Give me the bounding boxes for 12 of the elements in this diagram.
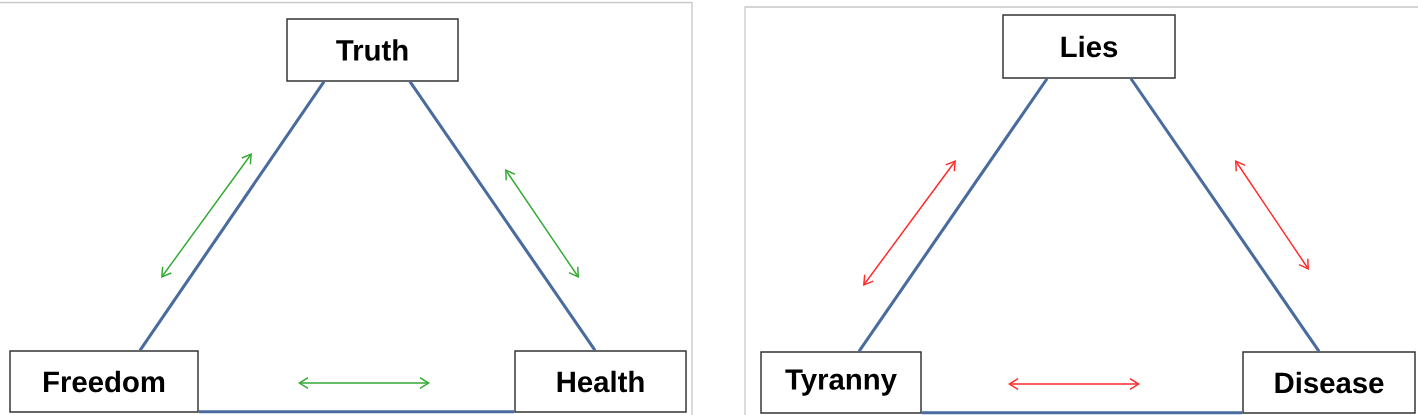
connector-line (198, 410, 515, 414)
connector-line (921, 411, 1243, 415)
connector-line (138, 80, 326, 352)
connector-line (1129, 77, 1321, 353)
concept-box: Tyranny (760, 351, 922, 414)
concept-box: Health (514, 350, 687, 413)
concept-box: Disease (1242, 351, 1416, 414)
connector-line (408, 80, 597, 352)
connector-line (857, 77, 1049, 353)
concept-box: Truth (286, 18, 459, 82)
concept-box: Freedom (9, 350, 199, 413)
concept-box: Lies (1002, 14, 1176, 79)
